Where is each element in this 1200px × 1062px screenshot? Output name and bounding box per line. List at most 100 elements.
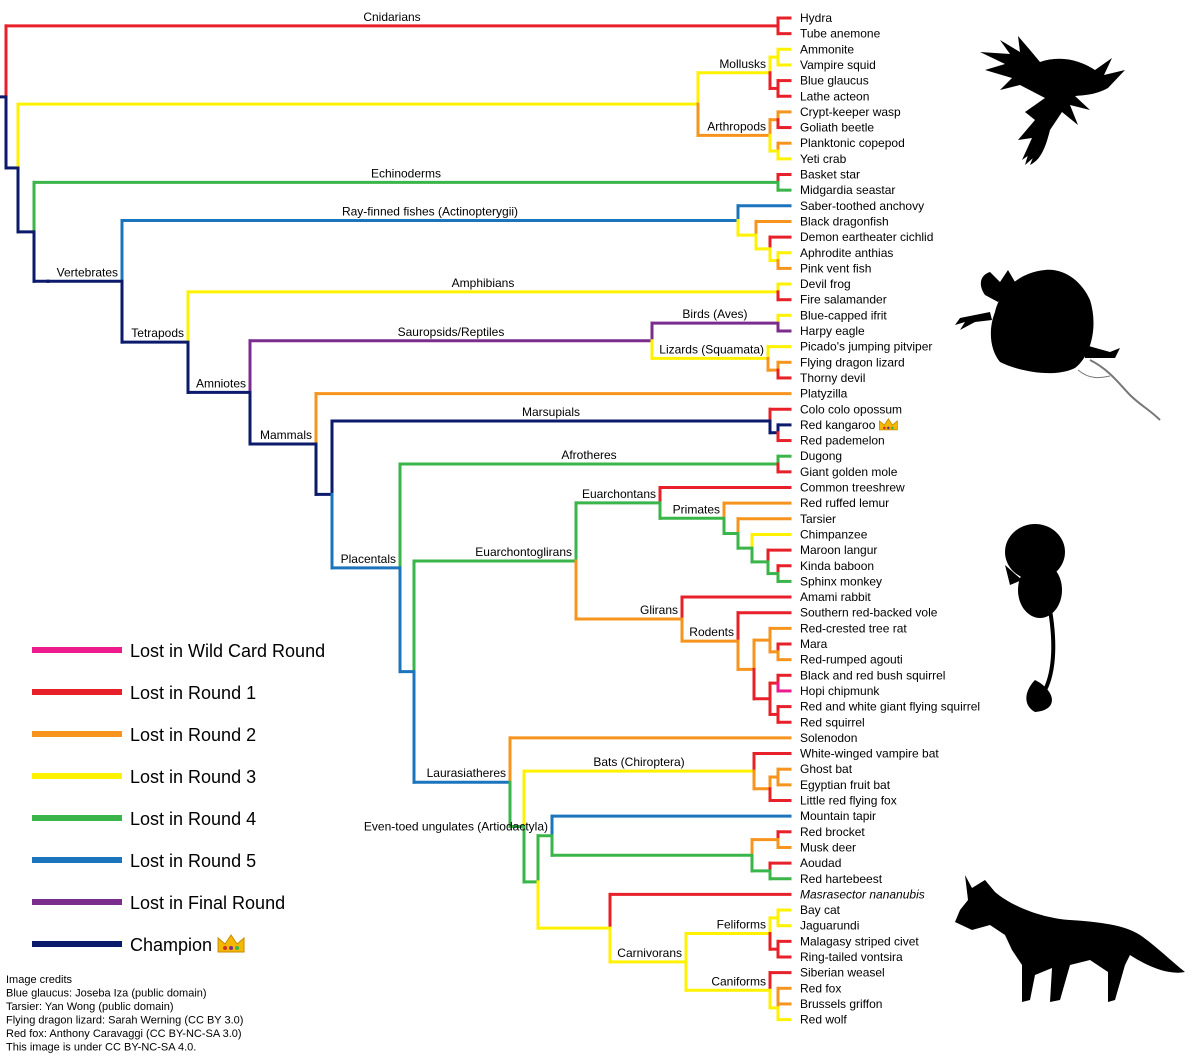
leaf-label: Egyptian fruit bat (800, 778, 891, 792)
leaf-label: Crypt-keeper wasp (800, 105, 901, 119)
leaf-label: Giant golden mole (800, 465, 898, 479)
leaf-label: Basket star (800, 168, 860, 182)
clade-label: Bats (Chiroptera) (593, 755, 684, 769)
leaf-label: Malagasy striped civet (800, 934, 919, 948)
leaf-label: Devil frog (800, 277, 851, 291)
clade-label: Mammals (260, 428, 312, 442)
leaf-label: Picado's jumping pitviper (800, 340, 932, 354)
leaf-label: Blue-capped ifrit (800, 308, 887, 322)
blue-glaucus-silhouette (980, 36, 1125, 165)
leaf-label: Mara (800, 637, 828, 651)
leaf-label: Demon eartheater cichlid (800, 230, 933, 244)
leaf-label: Red kangaroo (800, 418, 876, 432)
leaf-label: Blue glaucus (800, 74, 869, 88)
clade-label: Amphibians (452, 276, 515, 290)
flying-dragon-lizard-silhouette (955, 269, 1161, 421)
clade-label: Tetrapods (131, 326, 184, 340)
clade-label: Amniotes (196, 376, 246, 390)
leaf-label: Fire salamander (800, 293, 887, 307)
leaf-label: Chimpanzee (800, 527, 868, 541)
clade-labels: CnidariansMollusksArthropodsEchinodermsR… (57, 10, 766, 988)
clade-label: Laurasiatheres (427, 766, 506, 780)
leaf-label: Bay cat (800, 903, 841, 917)
leaf-label: Red ruffed lemur (800, 496, 889, 510)
tarsier-silhouette (1005, 524, 1065, 712)
clade-label: Arthropods (707, 119, 766, 133)
legend-label: Lost in Round 5 (130, 851, 256, 871)
credit-line: Tarsier: Yan Wong (public domain) (6, 1001, 174, 1013)
leaf-label: Red-rumped agouti (800, 653, 903, 667)
leaf-label: Common treeshrew (800, 481, 905, 495)
leaf-label: Little red flying fox (800, 794, 897, 808)
clade-label: Ray-finned fishes (Actinopterygii) (342, 204, 518, 218)
leaf-label: Aoudad (800, 856, 841, 870)
leaf-label: Saber-toothed anchovy (800, 199, 924, 213)
credit-line: Image credits (6, 974, 73, 986)
credit-line: Blue glaucus: Joseba Iza (public domain) (6, 988, 207, 1000)
leaf-label: Brussels griffon (800, 997, 882, 1011)
tree-branches (0, 16, 792, 1022)
leaf-label: Dugong (800, 449, 842, 463)
clade-label: Sauropsids/Reptiles (398, 325, 505, 339)
leaf-label: Pink vent fish (800, 261, 871, 275)
leaf-label: Aphrodite anthias (800, 246, 893, 260)
legend-label: Champion (130, 935, 212, 955)
clade-label: Even-toed ungulates (Artiodactyla) (364, 820, 548, 834)
leaf-label: Hopi chipmunk (800, 684, 880, 698)
leaf-label: Ammonite (800, 42, 854, 56)
leaf-label: Thorny devil (800, 371, 865, 385)
leaf-label: Colo colo opossum (800, 402, 902, 416)
legend-label: Lost in Round 2 (130, 725, 256, 745)
leaf-label: Sphinx monkey (800, 574, 882, 588)
legend-label: Lost in Wild Card Round (130, 641, 325, 661)
clade-label: Marsupials (522, 405, 580, 419)
legend-label: Lost in Round 4 (130, 809, 256, 829)
red-fox-silhouette (955, 875, 1185, 1002)
leaf-label: Flying dragon lizard (800, 355, 905, 369)
leaf-label: Mountain tapir (800, 809, 876, 823)
leaf-label: Amami rabbit (800, 590, 871, 604)
clade-label: Glirans (640, 603, 678, 617)
clade-label: Euarchontans (582, 487, 656, 501)
clade-label: Cnidarians (363, 10, 420, 24)
legend-label: Lost in Final Round (130, 893, 285, 913)
leaf-label: Black and red bush squirrel (800, 668, 945, 682)
leaf-label: Musk deer (800, 840, 856, 854)
leaf-label: Red wolf (800, 1013, 847, 1027)
leaf-label: Ghost bat (800, 762, 853, 776)
clade-label: Vertebrates (57, 265, 118, 279)
leaf-label: Lathe acteon (800, 89, 869, 103)
leaf-label: Red pademelon (800, 434, 885, 448)
crown-icon (217, 934, 245, 953)
leaf-label: Ring-tailed vontsira (800, 950, 903, 964)
leaf-label: Solenodon (800, 731, 857, 745)
leaf-label: Vampire squid (800, 58, 876, 72)
leaf-label: Masrasector nananubis (800, 887, 925, 901)
clade-label: Mollusks (719, 57, 766, 71)
leaf-label: Maroon langur (800, 543, 877, 557)
leaf-label: Red squirrel (800, 715, 865, 729)
legend-label: Lost in Round 1 (130, 683, 256, 703)
credit-line: Red fox: Anthony Caravaggi (CC BY-NC-SA … (6, 1028, 242, 1040)
leaf-label: Goliath beetle (800, 121, 874, 135)
leaf-label: Red brocket (800, 825, 865, 839)
leaf-label: Red fox (800, 981, 841, 995)
leaf-label: Black dragonfish (800, 214, 889, 228)
leaf-label: Platyzilla (800, 387, 848, 401)
clade-label: Afrotheres (561, 448, 616, 462)
crown-icon (878, 418, 898, 431)
leaf-label: Yeti crab (800, 152, 847, 166)
legend-label: Lost in Round 3 (130, 767, 256, 787)
clade-label: Lizards (Squamata) (659, 342, 764, 356)
leaf-label: Southern red-backed vole (800, 606, 938, 620)
leaf-label: Red-crested tree rat (800, 621, 907, 635)
leaf-label: Red and white giant flying squirrel (800, 700, 980, 714)
leaf-label: Tarsier (800, 512, 836, 526)
clade-label: Euarchontoglirans (475, 545, 572, 559)
leaf-label: White-winged vampire bat (800, 747, 939, 761)
leaf-label: Midgardia seastar (800, 183, 895, 197)
clade-label: Echinoderms (371, 166, 441, 180)
leaf-label: Planktonic copepod (800, 136, 905, 150)
